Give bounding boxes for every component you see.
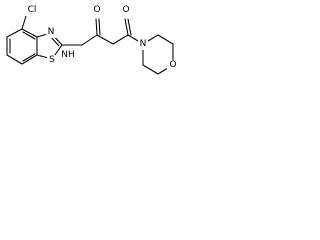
atom-label-ketone-oxygen: O (121, 5, 132, 16)
morpholine-nitrogen-label: N (140, 39, 147, 49)
bond (112, 34, 129, 45)
atom-label-amide-oxygen: O (92, 5, 103, 16)
atom-label-thiazole-nitrogen: N (46, 27, 56, 38)
morpholine-oxygen-label: O (169, 60, 176, 70)
bond (95, 18, 98, 36)
atom-label-amide-nh: NH (61, 50, 76, 61)
bond (98, 18, 101, 36)
bond (81, 34, 98, 46)
atom-label-morpholine-nitrogen: N (138, 39, 148, 50)
bond (22, 31, 36, 40)
bond (6, 28, 23, 38)
bond (21, 15, 27, 30)
atom-label-morpholine-oxygen: O (167, 60, 179, 71)
bond (142, 64, 159, 75)
bond (6, 54, 23, 65)
bond (157, 34, 174, 45)
sulfur-label: S (49, 55, 55, 65)
atom-label-sulfur: S (47, 55, 57, 66)
amide-oxygen-label: O (93, 5, 100, 15)
chemical-structure-diagram: Cl N S NH O O N O (6, 5, 179, 75)
benzene-ring (6, 28, 38, 65)
bond (21, 54, 38, 65)
bond (22, 53, 36, 62)
atom-label-chlorine: Cl (25, 5, 39, 16)
bond (124, 18, 129, 36)
bond (21, 28, 38, 38)
thiazole-nitrogen-label: N (48, 27, 55, 37)
chlorine-label: Cl (28, 5, 37, 15)
bond (96, 34, 114, 45)
bond (127, 18, 132, 36)
ketone-oxygen-label: O (122, 5, 129, 15)
amide-nh-label: NH (61, 50, 75, 60)
